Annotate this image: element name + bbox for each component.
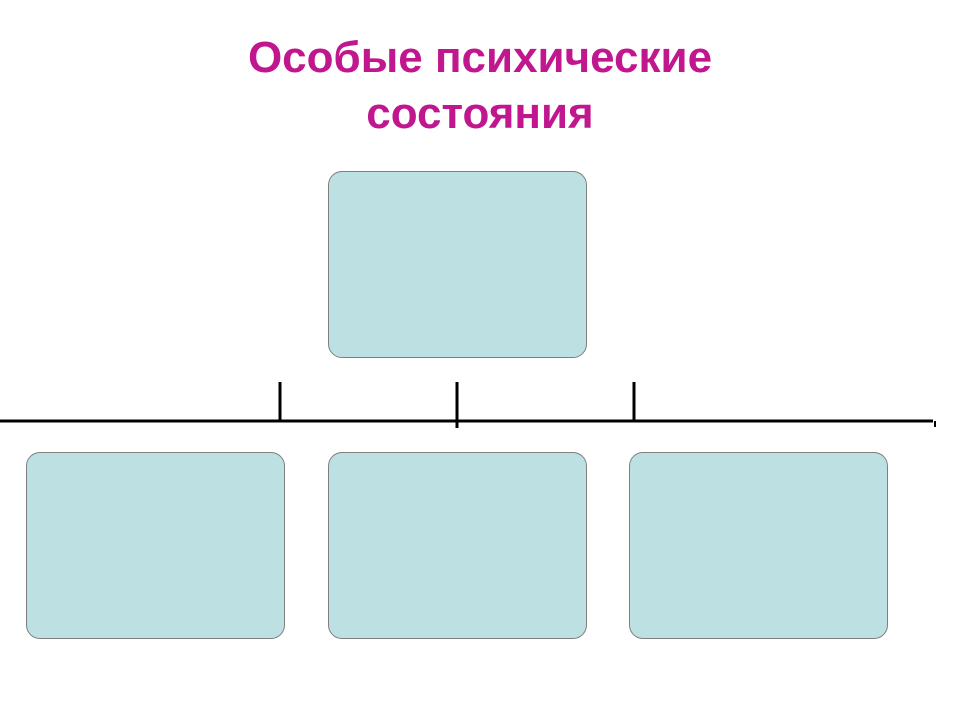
title-line-1: Особые психические <box>247 33 713 82</box>
child-box-left <box>26 452 285 639</box>
slide-title: Особые психические состояния <box>0 30 960 142</box>
root-box <box>328 171 587 358</box>
child-box-middle <box>328 452 587 639</box>
title-line-2: состояния <box>366 89 594 138</box>
child-box-right <box>629 452 888 639</box>
